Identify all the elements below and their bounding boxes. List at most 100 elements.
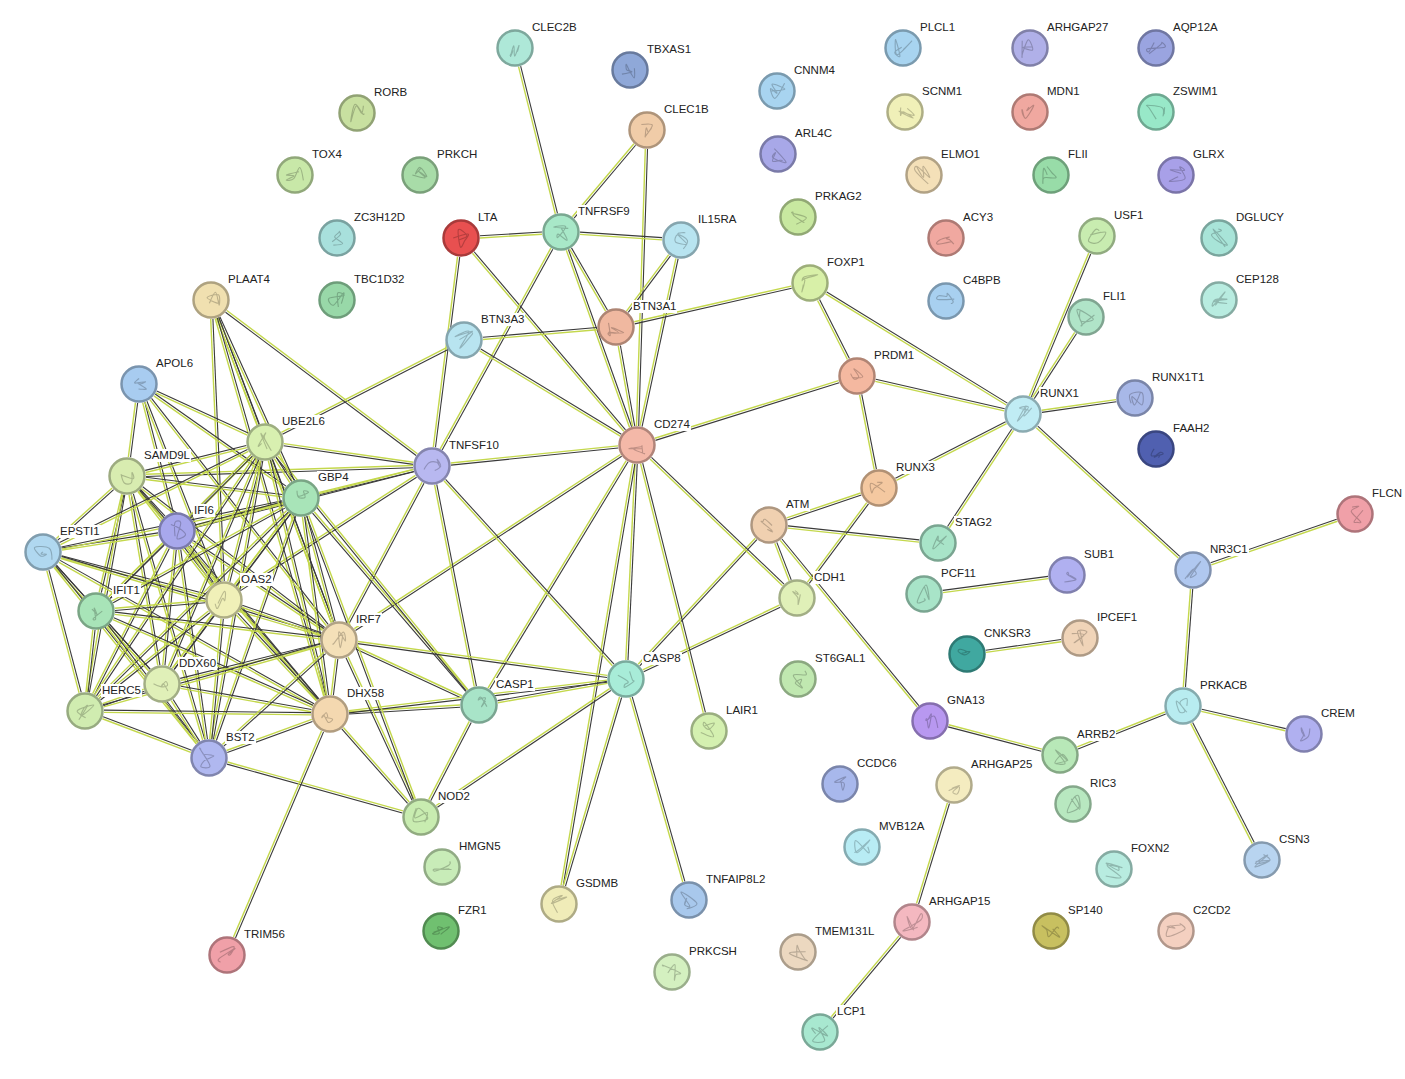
edge-stroke bbox=[440, 248, 551, 449]
circle-outline bbox=[907, 158, 942, 193]
interaction-edge bbox=[190, 455, 253, 519]
protein-node: RUNX1 bbox=[1004, 395, 1042, 433]
structure-sketch bbox=[1067, 795, 1080, 812]
edge-stroke bbox=[284, 446, 413, 465]
interaction-edge bbox=[102, 717, 191, 753]
protein-label: FOXN2 bbox=[1130, 842, 1170, 855]
protein-label: BTN3A3 bbox=[480, 313, 525, 326]
protein-node: ARHGAP25 bbox=[935, 766, 973, 804]
protein-label: IL15RA bbox=[697, 213, 737, 226]
protein-label: PLCL1 bbox=[919, 21, 956, 34]
edge-stroke bbox=[276, 457, 466, 691]
edge-stroke bbox=[1201, 711, 1285, 730]
protein-label: PCF11 bbox=[940, 567, 977, 580]
edge-stroke bbox=[876, 379, 1005, 409]
circle-outline bbox=[1159, 914, 1194, 949]
interaction-edge bbox=[227, 762, 403, 813]
edge-stroke bbox=[268, 461, 324, 696]
interaction-edge bbox=[331, 659, 338, 696]
protein-node: ZSWIM1 bbox=[1137, 93, 1175, 131]
protein-node: RUNX3 bbox=[860, 469, 898, 507]
structure-sketch bbox=[351, 104, 364, 121]
edge-stroke bbox=[224, 654, 326, 746]
node-circle bbox=[542, 213, 580, 251]
edge-stroke bbox=[115, 601, 205, 609]
protein-label: ZSWIM1 bbox=[1172, 85, 1219, 98]
protein-label: CLEC2B bbox=[531, 21, 578, 34]
protein-node: TNFAIP8L2 bbox=[670, 881, 708, 919]
node-circle bbox=[1032, 912, 1070, 950]
structure-sketch bbox=[854, 840, 870, 853]
protein-node: PRKCSH bbox=[653, 953, 691, 991]
node-circle bbox=[318, 281, 356, 319]
protein-node: ARL4C bbox=[759, 135, 797, 173]
interaction-edge bbox=[472, 252, 625, 431]
interaction-edge bbox=[440, 248, 553, 450]
circle-outline bbox=[620, 428, 655, 463]
circle-outline bbox=[145, 667, 180, 702]
protein-node: CDH1 bbox=[778, 579, 816, 617]
interaction-edge bbox=[181, 686, 312, 711]
node-circle bbox=[779, 660, 817, 698]
structure-sketch bbox=[1147, 42, 1166, 54]
protein-label: CSN3 bbox=[1278, 833, 1311, 846]
interaction-edge bbox=[47, 570, 81, 693]
protein-label: ELMO1 bbox=[940, 148, 981, 161]
protein-node: TNFRSF9 bbox=[542, 213, 580, 251]
protein-label: RORB bbox=[373, 86, 408, 99]
edge-stroke bbox=[949, 430, 1013, 527]
node-circle bbox=[1032, 156, 1070, 194]
protein-node: APOL6 bbox=[120, 365, 158, 403]
circle-outline bbox=[447, 323, 482, 358]
node-circle bbox=[628, 111, 666, 149]
protein-label: TBXAS1 bbox=[646, 43, 692, 56]
edge-stroke bbox=[917, 803, 948, 904]
structure-sketch bbox=[1077, 309, 1094, 326]
structure-sketch bbox=[215, 591, 225, 608]
node-circle bbox=[927, 282, 965, 320]
node-circle bbox=[1067, 298, 1105, 336]
node-circle bbox=[927, 219, 965, 257]
node-circle bbox=[1011, 93, 1049, 131]
circle-outline bbox=[313, 697, 348, 732]
node-circle bbox=[1137, 430, 1175, 468]
edge-stroke bbox=[1202, 709, 1286, 728]
edge-stroke bbox=[331, 659, 335, 695]
structure-sketch bbox=[802, 275, 818, 292]
protein-label: TRIM56 bbox=[243, 928, 286, 941]
circle-outline bbox=[498, 31, 533, 66]
node-circle bbox=[158, 512, 196, 550]
protein-label: CREM bbox=[1320, 707, 1356, 720]
structure-sketch bbox=[286, 167, 303, 180]
protein-node: FLI1 bbox=[1067, 298, 1105, 336]
protein-label: IFIT1 bbox=[112, 584, 141, 597]
circle-outline bbox=[284, 481, 319, 516]
edge-stroke bbox=[1042, 400, 1116, 411]
edge-stroke bbox=[98, 511, 287, 697]
edge-stroke bbox=[103, 717, 191, 751]
protein-node: NR3C1 bbox=[1174, 551, 1212, 589]
edge-stroke bbox=[173, 699, 200, 741]
protein-label: NR3C1 bbox=[1209, 543, 1249, 556]
structure-sketch bbox=[1169, 167, 1185, 182]
node-circle bbox=[1095, 850, 1133, 888]
interaction-edge bbox=[276, 456, 468, 691]
node-circle bbox=[1200, 219, 1238, 257]
structure-sketch bbox=[1130, 392, 1144, 405]
circle-outline bbox=[907, 577, 942, 612]
protein-node: LAIR1 bbox=[690, 712, 728, 750]
node-circle bbox=[758, 72, 796, 110]
structure-sketch bbox=[1017, 406, 1031, 421]
protein-node: IFI6 bbox=[158, 512, 196, 550]
interaction-edge bbox=[895, 422, 1006, 481]
edge-stroke bbox=[827, 292, 1008, 403]
protein-label: PRKCSH bbox=[688, 945, 738, 958]
structure-sketch bbox=[618, 671, 634, 687]
edge-stroke bbox=[235, 732, 323, 938]
circle-outline bbox=[1097, 852, 1132, 887]
circle-outline bbox=[1118, 381, 1153, 416]
protein-label: ZC3H12D bbox=[353, 211, 406, 224]
interaction-edge bbox=[875, 379, 1004, 411]
edge-stroke bbox=[655, 383, 839, 441]
protein-node: CNKSR3 bbox=[948, 635, 986, 673]
